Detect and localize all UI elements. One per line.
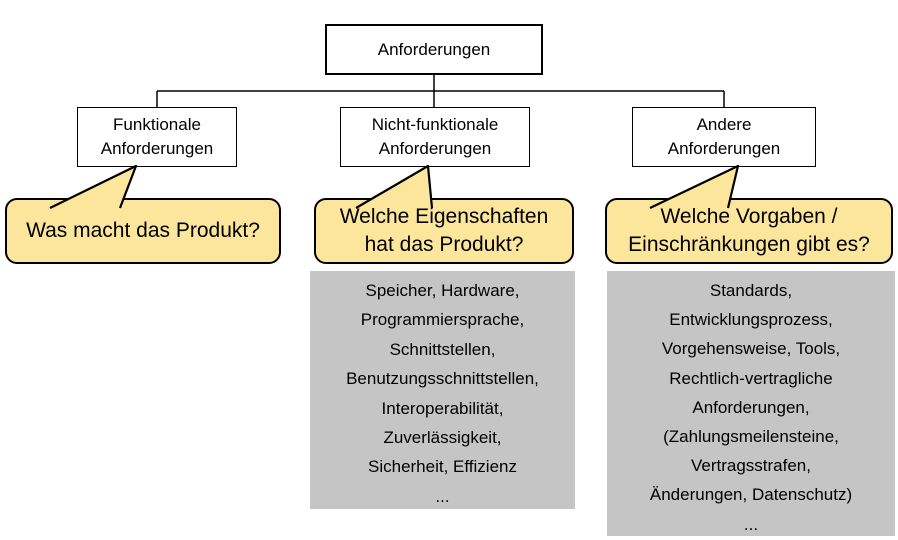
callout-andere: Welche Vorgaben / Einschränkungen gibt e… (605, 198, 893, 264)
node-andere-line1: Andere (696, 115, 752, 134)
detail-line: Vertragsstrafen, (690, 456, 811, 476)
tree-connectors (156, 75, 725, 107)
detail-box-nicht-funktionale: Speicher, Hardware, Programmiersprache, … (310, 271, 575, 509)
callout-funktionale: Was macht das Produkt? (5, 198, 281, 264)
node-nicht-funktionale-line2: Anforderungen (378, 139, 492, 158)
detail-line: (Zahlungsmeilensteine, (663, 427, 839, 447)
detail-line: Schnittstellen, (389, 339, 496, 359)
detail-line: Interoperabilität, (381, 398, 504, 418)
detail-line: Entwicklungsprozess, (669, 310, 833, 330)
node-anforderungen: Anforderungen (325, 24, 543, 75)
node-funktionale-line1: Funktionale (113, 115, 201, 134)
callout-nicht-funktionale: Welche Eigenschaften hat das Produkt? (314, 198, 574, 264)
detail-line: Programmiersprache, (360, 310, 525, 330)
detail-line: Standards, (709, 281, 793, 300)
callout-funktionale-line1: Was macht das Produkt? (26, 219, 260, 242)
detail-line: Anforderungen, (692, 397, 810, 417)
detail-line: ... (743, 514, 759, 534)
detail-line: Benutzungsschnittstellen, (346, 369, 539, 389)
callout-andere-line2: Einschränkungen gibt es? (628, 233, 870, 256)
node-andere-anforderungen: Andere Anforderungen (632, 107, 816, 167)
node-nicht-funktionale-line1: Nicht-funktionale (371, 115, 499, 134)
detail-line: Rechtlich-vertragliche (669, 368, 833, 388)
detail-line: Sicherheit, Effizienz (368, 457, 517, 477)
detail-line: Zuverlässigkeit, (383, 428, 502, 448)
callout-nicht-funktionale-line2: hat das Produkt? (364, 233, 524, 256)
node-andere-line2: Anforderungen (667, 139, 781, 158)
callout-andere-line1: Welche Vorgaben / (660, 205, 838, 228)
detail-line: Speicher, Hardware, (365, 281, 520, 300)
detail-line: Änderungen, Datenschutz) (649, 485, 853, 505)
detail-line: ... (435, 486, 450, 506)
node-funktionale-line2: Anforderungen (100, 139, 214, 158)
node-nicht-funktionale-anforderungen: Nicht-funktionale Anforderungen (340, 107, 530, 167)
node-anforderungen-label: Anforderungen (377, 39, 491, 59)
callout-nicht-funktionale-line1: Welche Eigenschaften (339, 205, 549, 228)
node-funktionale-anforderungen: Funktionale Anforderungen (77, 107, 237, 167)
detail-box-andere: Standards, Entwicklungsprozess, Vorgehen… (607, 271, 895, 536)
detail-line: Vorgehensweise, Tools, (661, 339, 841, 359)
